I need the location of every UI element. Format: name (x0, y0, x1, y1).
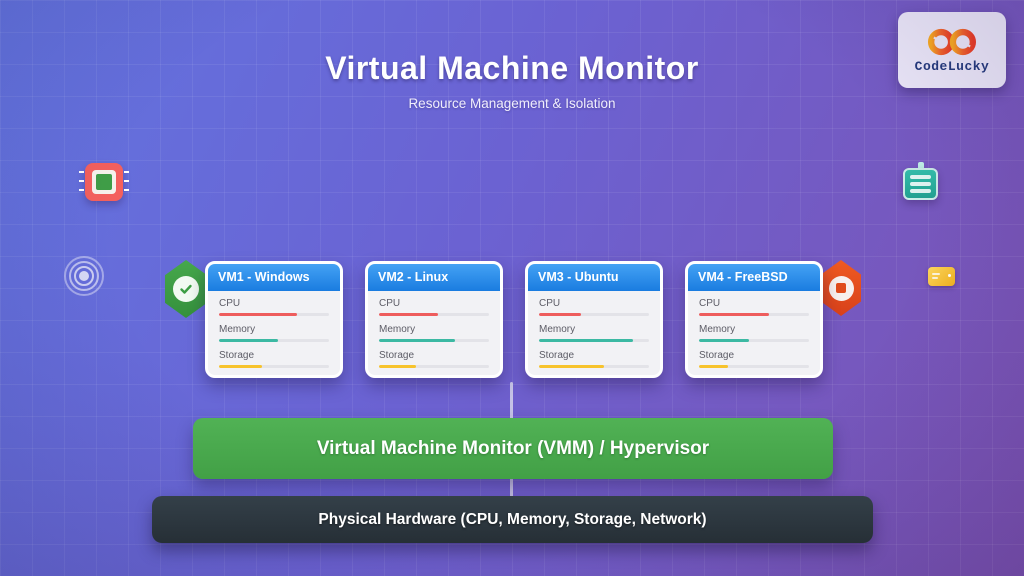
metric-label: Storage (219, 350, 255, 361)
metric-track (379, 365, 489, 368)
target-rings-icon (64, 256, 104, 296)
hypervisor-layer: Virtual Machine Monitor (VMM) / Hypervis… (193, 418, 833, 479)
metric-track (379, 339, 489, 342)
metric-label: Storage (699, 350, 735, 361)
metric-track (539, 365, 649, 368)
vm-card-title: VM3 - Ubuntu (528, 264, 660, 291)
check-icon (180, 284, 192, 294)
metric-fill (219, 339, 279, 342)
metric-track (699, 313, 809, 316)
metric-fill (699, 339, 749, 342)
vm-metric: Memory (379, 324, 489, 342)
metric-track (539, 313, 649, 316)
metric-fill (219, 365, 262, 368)
metric-fill (539, 339, 633, 342)
hardware-layer: Physical Hardware (CPU, Memory, Storage,… (152, 496, 873, 543)
credit-card-icon (928, 267, 955, 286)
vm-metric: Storage (379, 350, 489, 368)
metric-track (219, 365, 329, 368)
vm-metric: Storage (539, 350, 649, 368)
metric-fill (379, 313, 439, 316)
vm-metric: Memory (699, 324, 809, 342)
metric-track (219, 313, 329, 316)
metric-fill (699, 365, 728, 368)
page-subtitle: Resource Management & Isolation (408, 96, 616, 111)
metric-track (699, 365, 809, 368)
vm-card-title: VM4 - FreeBSD (688, 264, 820, 291)
metric-track (219, 339, 329, 342)
metric-label: Storage (539, 350, 575, 361)
metric-track (539, 339, 649, 342)
metric-label: CPU (219, 298, 241, 309)
vm-card-title: VM1 - Windows (208, 264, 340, 291)
metric-label: CPU (379, 298, 401, 309)
connector-vms-to-hypervisor (510, 382, 513, 420)
metric-label: Memory (539, 324, 576, 335)
metric-label: CPU (699, 298, 721, 309)
chip-pins (79, 171, 84, 193)
infinity-icon (927, 28, 977, 55)
clipboard-list-icon (903, 168, 938, 200)
vm-metric: Memory (219, 324, 329, 342)
vm-metric: Storage (699, 350, 809, 368)
page-title: Virtual Machine Monitor (325, 50, 699, 86)
metric-fill (539, 313, 581, 316)
metric-track (379, 313, 489, 316)
chip-pins (124, 171, 129, 193)
metric-label: CPU (539, 298, 561, 309)
vm-metric: Memory (539, 324, 649, 342)
vm-metric: CPU (699, 298, 809, 316)
cpu-chip-icon (79, 163, 129, 201)
shield-check-icon (165, 260, 207, 318)
metric-fill (379, 365, 417, 368)
codelucky-logo: CodeLucky (898, 12, 1006, 88)
vm-metric: CPU (379, 298, 489, 316)
shield-stop-icon (821, 260, 861, 316)
metric-fill (219, 313, 298, 316)
vm-card-title: VM2 - Linux (368, 264, 500, 291)
metric-fill (699, 313, 770, 316)
metric-label: Memory (219, 324, 256, 335)
metric-label: Memory (699, 324, 736, 335)
clipboard-tab (918, 162, 924, 170)
metric-fill (379, 339, 455, 342)
metric-fill (539, 365, 604, 368)
vm-metric: CPU (219, 298, 329, 316)
connector-hypervisor-to-hardware (510, 478, 513, 497)
vm-metric: CPU (539, 298, 649, 316)
logo-text: CodeLucky (914, 58, 990, 74)
vm-metric: Storage (219, 350, 329, 368)
metric-track (699, 339, 809, 342)
metric-label: Memory (379, 324, 416, 335)
metric-label: Storage (379, 350, 415, 361)
